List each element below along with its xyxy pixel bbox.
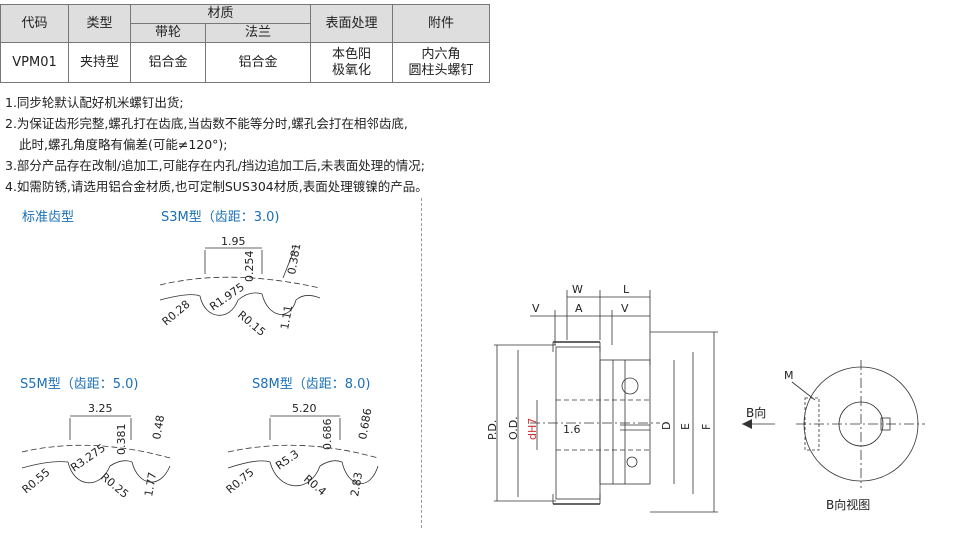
s8m-pitch: 5.20	[292, 402, 317, 415]
note-4: 4.如需防锈,请选用铝合金材质,也可定制SUS304材质,表面处理镀镍的产品。	[5, 179, 428, 194]
note-1: 1.同步轮默认配好机米螺钉出货;	[5, 95, 184, 110]
s3m-pitch: 1.95	[221, 235, 246, 248]
arrow-label: B向	[746, 405, 766, 420]
s3m-r2: R1.975	[207, 280, 247, 313]
s3m-d1: 0.254	[243, 251, 256, 283]
notes: 1.同步轮默认配好机米螺钉出货; 2.为保证齿形完整,螺孔打在齿底,当齿数不能等…	[5, 92, 428, 197]
end-view: M B向视图	[784, 360, 925, 512]
cell-accessory: 内六角 圆柱头螺钉	[392, 42, 490, 83]
direction-arrow: B向	[742, 405, 775, 429]
col-surface: 表面处理	[310, 4, 393, 43]
note-2: 2.为保证齿形完整,螺孔打在齿底,当齿数不能等分时,螺孔会打在相邻齿底,	[5, 116, 408, 131]
dim-PD: P.D.	[486, 420, 499, 440]
s3m-r1: R0.28	[160, 298, 193, 329]
surface-line-1: 本色阳	[331, 46, 371, 62]
section-standard: 标准齿型	[22, 210, 75, 225]
cell-type: 夹持型	[68, 42, 131, 83]
s5m-h: 1.77	[142, 471, 159, 497]
s8m-d2: 0.686	[356, 407, 374, 440]
s8m-r3: R0.4	[301, 472, 329, 498]
spec-table: 代码 类型 材质 表面处理 附件 带轮 法兰 VPM01 夹持型 铝合金 铝合金…	[0, 4, 490, 83]
accessory-line-2: 圆柱头螺钉	[408, 62, 474, 78]
dim-V-left: V	[532, 302, 540, 315]
dim-E: E	[679, 423, 692, 430]
section-s8m: S8M型（齿距：8.0)	[252, 377, 371, 392]
s8m-r2: R5.3	[273, 447, 301, 472]
section-divider	[421, 198, 422, 528]
pulley-section-view: W L V A V P.D. O.D. dH7 1.6	[486, 283, 718, 513]
dim-W: W	[572, 283, 583, 296]
end-view-caption: B向视图	[826, 497, 870, 512]
section-s5m: S5M型（齿距：5.0)	[20, 377, 139, 392]
s5m-d2: 0.48	[150, 414, 167, 440]
dim-F: F	[700, 424, 713, 430]
dim-L: L	[623, 283, 630, 296]
s8m-d1: 0.686	[321, 419, 334, 451]
s3m-h: 1.11	[278, 304, 295, 330]
dim-A: A	[575, 302, 583, 315]
s8m-r1: R0.75	[224, 466, 257, 497]
dim-D: D	[660, 422, 673, 430]
col-flange: 法兰	[205, 23, 311, 43]
s3m-profile: 1.95 0.254 0.381 R0.28 R1.975 R0.15 1.11	[160, 235, 321, 339]
s3m-d2: 0.381	[285, 242, 303, 275]
cell-pulley: 铝合金	[130, 42, 206, 83]
s5m-d1: 0.381	[115, 424, 128, 456]
s5m-r1: R0.55	[20, 466, 53, 497]
s3m-r3: R0.15	[235, 308, 268, 339]
s5m-r3: R0.25	[98, 470, 131, 501]
dim-OD: O.D.	[507, 416, 520, 440]
s5m-profile: 3.25 0.381 0.48 R0.55 R3.275 R0.25 1.77	[20, 402, 171, 501]
surface-line-2: 极氧化	[331, 62, 371, 78]
col-code: 代码	[0, 4, 69, 43]
s5m-pitch: 3.25	[88, 402, 113, 415]
dim-V-right: V	[621, 302, 629, 315]
col-accessory: 附件	[392, 4, 490, 43]
s8m-profile: 5.20 0.686 0.686 R0.75 R5.3 R0.4 2.83	[224, 402, 379, 498]
cell-code: VPM01	[0, 42, 69, 83]
note-3: 3.部分产品存在改制/追加工,可能存在内孔/挡边追加工后,未表面处理的情况;	[5, 158, 426, 173]
section-s3m: S3M型（齿距：3.0)	[161, 210, 280, 225]
accessory-line-1: 内六角	[421, 46, 461, 62]
dim-M: M	[784, 369, 794, 382]
col-material: 材质	[130, 4, 311, 24]
dim-dH7: dH7	[526, 418, 539, 440]
s8m-h: 2.83	[348, 471, 365, 497]
s5m-r2: R3.275	[68, 441, 108, 474]
note-2-cont: 此时,螺孔角度略有偏差(可能≠120°);	[19, 137, 228, 152]
cell-surface: 本色阳 极氧化	[310, 42, 393, 83]
dim-chamfer: 1.6	[563, 423, 581, 436]
cell-flange: 铝合金	[205, 42, 311, 83]
